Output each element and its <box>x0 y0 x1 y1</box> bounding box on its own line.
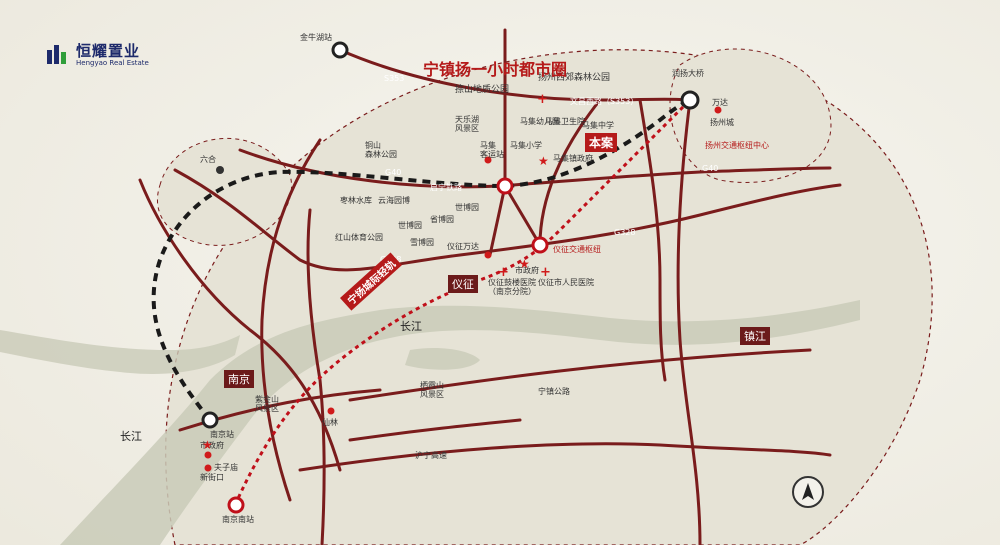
label-s353: S353 <box>384 74 404 83</box>
label-yz-gulou: 仪征鼓楼医院（南京分院） <box>488 277 536 296</box>
station-yizheng-hub <box>531 236 549 254</box>
label-changjiang-left: 长江 <box>120 430 142 443</box>
label-wenchang: 文昌西路（S353） <box>570 96 638 106</box>
cross-yz-a: + <box>498 265 509 280</box>
road-yz-b <box>503 184 542 247</box>
poi-dot-liuhe <box>216 166 224 174</box>
label-g40-left: G40 <box>385 168 401 177</box>
label-jingshi: 雪博园 <box>410 237 434 247</box>
label-nj-gov: 市政府 <box>200 440 224 450</box>
label-tongshan: 铜山森林公园 <box>365 140 397 159</box>
label-maji-kinder: 马集幼儿园 <box>520 116 560 126</box>
road-ningtong <box>306 208 326 545</box>
label-shibo: 世博园 <box>398 220 422 230</box>
label-yz-wanda: 仪征万达 <box>447 241 479 251</box>
label-yunhai: 云海园博 <box>378 195 410 205</box>
ningqi-railway <box>151 98 691 422</box>
city-zhenjiang: 镇江 <box>740 327 770 345</box>
label-ningzhen-road: 宁镇公路 <box>538 386 570 396</box>
brand-name-cn: 恒耀置业 <box>76 41 141 60</box>
label-hongshan: 红山体育公园 <box>335 232 383 242</box>
station-maji <box>496 177 514 195</box>
label-yz-gov: 市政府 <box>515 265 539 275</box>
poi-dot-maji-station <box>484 156 492 164</box>
hospital-markers: + + + <box>498 92 551 280</box>
road-ningjing <box>638 98 667 382</box>
brand-logo: 恒耀置业 Hengyao Real Estate <box>44 42 149 68</box>
compass-icon <box>792 476 824 508</box>
label-nanjing-south: 南京南站 <box>222 514 254 524</box>
road-yz-a <box>488 184 507 257</box>
road-qixia <box>348 418 522 442</box>
poi-dot-xinjiekou <box>204 464 212 472</box>
label-maji-middle: 马集中学 <box>582 120 614 130</box>
star-markers: ★ ★ ★ <box>202 154 549 452</box>
label-yz-traffic-center: 扬州交通枢纽中心 <box>705 140 769 150</box>
label-changjiang-mid: 长江 <box>400 320 422 333</box>
label-lixin: 枣林水库 <box>340 195 372 205</box>
map-title: 宁镇扬一小时都市圈 <box>423 60 567 79</box>
poi-dot-xianlin <box>327 407 335 415</box>
label-yangzhou-city: 扬州城 <box>710 117 734 127</box>
brand-mark-icon <box>47 45 66 64</box>
label-qixia: 栖霞山风景区 <box>420 380 444 399</box>
label-g40-right: G40 <box>702 164 718 173</box>
yangtze-river <box>60 300 860 545</box>
star-nj-gov: ★ <box>202 438 213 452</box>
label-maji-station: 马集客运站 <box>480 140 504 159</box>
label-yz-people-hosp: 仪征市人民医院 <box>538 277 594 287</box>
label-yushan-park: 捺山地质公园 <box>455 83 509 95</box>
label-maji-primary: 马集小学 <box>510 140 542 150</box>
label-ningqi-rail: 启宁铁路 <box>430 182 462 192</box>
project-tag: 本案 <box>585 133 618 152</box>
island-lake <box>405 348 480 370</box>
cross-yz-b: + <box>540 265 551 280</box>
road-g40 <box>238 148 832 189</box>
river-branch <box>0 330 240 375</box>
poi-dot-yz-wanda <box>484 251 492 259</box>
station-yangzhou-hub <box>680 90 700 110</box>
station-nanjing-south <box>227 496 245 514</box>
label-zijin: 紫金山风景区 <box>255 394 279 413</box>
label-maji-hospital: 马集卫生院 <box>545 116 585 126</box>
label-nanjing-station: 南京站 <box>210 429 234 439</box>
label-liuhe: 六合 <box>200 154 216 164</box>
road-g328 <box>173 168 842 272</box>
road-yangli <box>676 98 702 545</box>
label-jiapu: 省博园 <box>430 214 454 224</box>
poi-dot-yangzhou <box>714 106 722 114</box>
label-yz-west-park: 扬州西郊森林公园 <box>538 71 610 83</box>
label-xianlin: 仙林 <box>322 417 338 427</box>
road-ningliu <box>260 138 322 502</box>
poi-dot-fuzimiao <box>204 451 212 459</box>
star-yz-gov: ★ <box>519 257 530 271</box>
city-yizheng: 仪征 <box>448 275 478 293</box>
label-tianle: 天乐湖风景区 <box>455 114 479 133</box>
cross-maji: + <box>537 92 548 107</box>
yangzhou-circle <box>669 48 832 183</box>
label-yz-hub: 仪征交通枢纽 <box>553 244 601 254</box>
label-wanda-yz: 万达 <box>712 97 728 107</box>
station-jinniuhu <box>331 41 349 59</box>
station-nanjing <box>201 411 219 429</box>
road-ningzhen <box>348 348 812 402</box>
city-nanjing: 南京 <box>224 370 254 388</box>
label-fuzimiao: 夫子庙 <box>214 462 238 472</box>
star-maji-gov: ★ <box>538 154 549 168</box>
road-jiangbei <box>138 178 342 472</box>
road-huning <box>298 442 832 472</box>
poi-markers <box>204 106 722 472</box>
road-yz-hub <box>538 98 602 247</box>
label-g328-right: G328 <box>614 228 635 237</box>
label-xinjiekou: 新街口 <box>200 472 224 482</box>
label-shiji: 世博园 <box>455 202 479 212</box>
label-huning: 沪宁高速 <box>415 450 447 460</box>
road-s353 <box>338 48 692 102</box>
label-jinniuhu: 金牛湖站 <box>300 32 332 42</box>
brand-name-en: Hengyao Real Estate <box>76 58 149 67</box>
label-runyang: 润扬大桥 <box>672 68 704 78</box>
label-maji-gov: 马集镇政府 <box>553 153 593 163</box>
